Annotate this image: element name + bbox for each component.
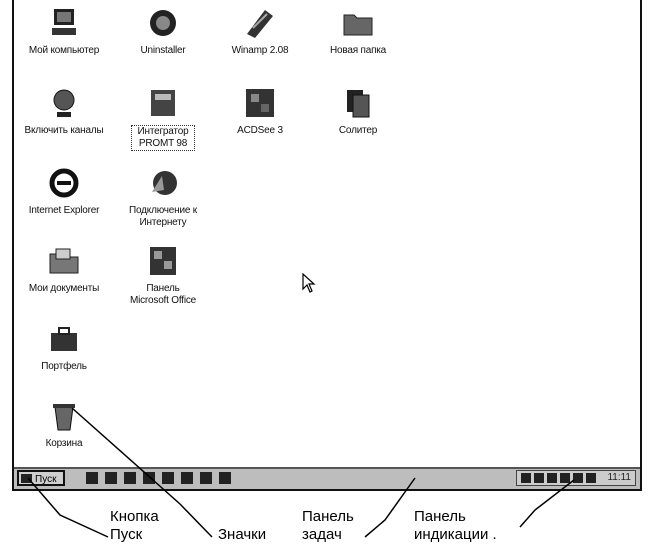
quicklaunch-folder-icon[interactable] (181, 472, 193, 484)
quicklaunch-ie-icon[interactable] (105, 472, 117, 484)
desktop-icon-internet-connection[interactable]: Подключение к Интернету (117, 166, 209, 229)
solitaire-icon (347, 90, 370, 118)
callout-taskbar: Панель задач (302, 508, 354, 543)
desktop-icon-internet-explorer[interactable]: Internet Explorer (18, 166, 110, 217)
desktop-screen: Мой компьютер Uninstaller Winamp 2.08 Но… (12, 0, 642, 491)
promt-icon (151, 90, 175, 116)
desktop-icon-uninstaller[interactable]: Uninstaller (117, 6, 209, 57)
icon-label: Портфель (41, 361, 87, 372)
icon-label: Включить каналы (24, 125, 104, 136)
icon-label: ACDSee 3 (237, 125, 283, 136)
desktop-icon-acdsee[interactable]: ACDSee 3 (214, 86, 306, 137)
windows-logo-icon (21, 474, 32, 483)
desktop-icon-new-folder[interactable]: Новая папка (312, 6, 404, 57)
desktop-icon-office-panel[interactable]: Панель Microsoft Office (117, 244, 209, 307)
folder-icon (343, 14, 373, 36)
icon-label: Солитер (338, 125, 378, 136)
callout-icons: Значки (218, 526, 267, 543)
quicklaunch-desktop-icon[interactable] (86, 472, 98, 484)
internet-explorer-icon (49, 168, 79, 198)
icon-label: Новая папка (329, 45, 387, 56)
icon-label: Internet Explorer (28, 205, 100, 216)
tray-clock[interactable]: 11:11 (607, 472, 631, 483)
uninstaller-icon (150, 10, 176, 36)
callout-line-icons (71, 407, 213, 538)
callout-tray: Панель индикации . (414, 508, 497, 543)
tray-monitor-icon[interactable] (547, 473, 557, 483)
icon-label: Интегратор PROMT 98 (131, 125, 195, 151)
quicklaunch-outlook-icon[interactable] (124, 472, 136, 484)
icon-label: Панель Microsoft Office (129, 283, 197, 306)
briefcase-icon (51, 327, 77, 351)
desktop-icon-channels[interactable]: Включить каналы (18, 86, 110, 137)
tray-volume-icon[interactable] (560, 473, 570, 483)
icon-label: Подключение к Интернету (129, 205, 197, 228)
start-button[interactable]: Пуск (17, 470, 65, 486)
icon-label: Winamp 2.08 (231, 45, 289, 56)
quicklaunch-app-icon[interactable] (219, 472, 231, 484)
callout-line-taskbar (364, 477, 416, 538)
icon-label: Мои документы (28, 283, 100, 294)
desktop-icon-recycle-bin[interactable]: Корзина (18, 399, 110, 450)
icon-label: Uninstaller (140, 45, 186, 56)
icon-label: Мой компьютер (28, 45, 100, 56)
tray-network-icon[interactable] (586, 473, 596, 483)
desktop-icon-winamp[interactable]: Winamp 2.08 (214, 6, 306, 57)
desktop-icon-briefcase[interactable]: Портфель (18, 322, 110, 373)
callout-line-start (27, 477, 109, 538)
winamp-icon (247, 10, 273, 38)
desktop-icon-promt[interactable]: Интегратор PROMT 98 (117, 86, 209, 151)
tray-scheduler-icon[interactable] (573, 473, 583, 483)
tray-antivirus-icon[interactable] (521, 473, 531, 483)
my-computer-icon (52, 9, 76, 35)
desktop-icon-solitaire[interactable]: Солитер (312, 86, 404, 137)
callout-line-tray (519, 479, 575, 528)
tray-keyboard-icon[interactable] (534, 473, 544, 483)
system-tray: 11:11 (516, 470, 636, 486)
channels-icon (53, 89, 75, 117)
recycle-bin-icon (53, 404, 75, 431)
start-button-label: Пуск (35, 474, 57, 485)
callout-start-button: Кнопка Пуск (110, 508, 159, 543)
desktop-icon-my-documents[interactable]: Мои документы (18, 244, 110, 295)
office-panel-icon (150, 247, 176, 275)
desktop-icon-my-computer[interactable]: Мой компьютер (18, 6, 110, 57)
mouse-pointer-icon (302, 273, 316, 293)
internet-connection-icon (152, 171, 177, 195)
quicklaunch-help-icon[interactable] (200, 472, 212, 484)
quicklaunch-mail-icon[interactable] (162, 472, 174, 484)
icon-label: Корзина (45, 438, 83, 449)
quicklaunch-channels-icon[interactable] (143, 472, 155, 484)
taskbar: Пуск 11:11 (14, 467, 640, 489)
acdsee-icon (246, 89, 274, 117)
my-documents-icon (49, 248, 79, 274)
